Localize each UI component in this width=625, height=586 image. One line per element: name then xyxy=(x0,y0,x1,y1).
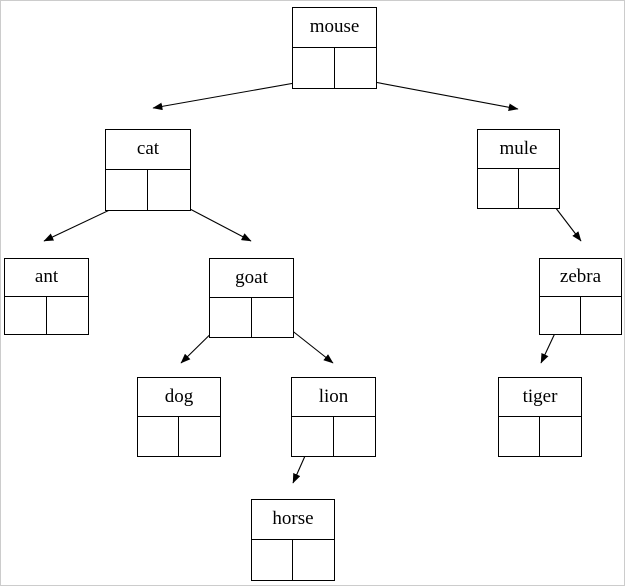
tree-node-horse[interactable]: horse xyxy=(251,499,335,581)
node-pointer-cells-mouse xyxy=(293,48,376,88)
right-pointer-cell-mouse[interactable] xyxy=(335,48,377,88)
tree-node-mule[interactable]: mule xyxy=(477,129,560,209)
left-pointer-cell-cat[interactable] xyxy=(106,170,148,210)
node-label-zebra: zebra xyxy=(540,259,621,297)
tree-node-ant[interactable]: ant xyxy=(4,258,89,335)
right-pointer-cell-horse[interactable] xyxy=(293,540,334,580)
node-pointer-cells-mule xyxy=(478,169,559,208)
node-label-horse: horse xyxy=(252,500,334,540)
tree-node-lion[interactable]: lion xyxy=(291,377,376,457)
tree-node-cat[interactable]: cat xyxy=(105,129,191,211)
node-pointer-cells-ant xyxy=(5,296,89,335)
left-pointer-cell-zebra[interactable] xyxy=(540,296,581,334)
tree-node-dog[interactable]: dog xyxy=(137,377,221,457)
node-label-mule: mule xyxy=(478,130,559,169)
right-pointer-cell-goat[interactable] xyxy=(252,298,294,337)
tree-node-zebra[interactable]: zebra xyxy=(539,258,622,335)
node-pointer-cells-tiger xyxy=(499,417,581,456)
node-label-goat: goat xyxy=(210,259,293,298)
node-pointer-cells-horse xyxy=(252,540,334,580)
node-pointer-cells-cat xyxy=(106,170,190,210)
node-label-dog: dog xyxy=(138,378,220,417)
node-label-mouse: mouse xyxy=(293,8,376,48)
left-pointer-cell-horse[interactable] xyxy=(252,540,293,580)
left-pointer-cell-dog[interactable] xyxy=(138,417,179,456)
node-label-lion: lion xyxy=(292,378,375,417)
left-pointer-cell-tiger[interactable] xyxy=(499,417,540,456)
node-pointer-cells-lion xyxy=(292,417,375,456)
node-label-tiger: tiger xyxy=(499,378,581,417)
left-pointer-cell-mouse[interactable] xyxy=(293,48,335,88)
right-pointer-cell-cat[interactable] xyxy=(148,170,190,210)
tree-node-tiger[interactable]: tiger xyxy=(498,377,582,457)
right-pointer-cell-tiger[interactable] xyxy=(540,417,581,456)
edge-mouse-right-to-mule xyxy=(352,77,519,112)
node-pointer-cells-goat xyxy=(210,298,293,337)
tree-node-goat[interactable]: goat xyxy=(209,258,294,338)
right-pointer-cell-mule[interactable] xyxy=(519,169,560,208)
node-label-ant: ant xyxy=(5,259,88,297)
left-pointer-cell-ant[interactable] xyxy=(5,296,47,334)
node-pointer-cells-dog xyxy=(138,417,220,456)
left-pointer-cell-mule[interactable] xyxy=(478,169,519,208)
node-pointer-cells-zebra xyxy=(540,296,622,335)
tree-node-mouse[interactable]: mouse xyxy=(292,7,377,89)
left-pointer-cell-goat[interactable] xyxy=(210,298,252,337)
right-pointer-cell-dog[interactable] xyxy=(179,417,220,456)
left-pointer-cell-lion[interactable] xyxy=(292,417,334,456)
right-pointer-cell-lion[interactable] xyxy=(334,417,376,456)
right-pointer-cell-ant[interactable] xyxy=(47,297,89,335)
right-pointer-cell-zebra[interactable] xyxy=(581,297,622,335)
node-label-cat: cat xyxy=(106,130,190,170)
